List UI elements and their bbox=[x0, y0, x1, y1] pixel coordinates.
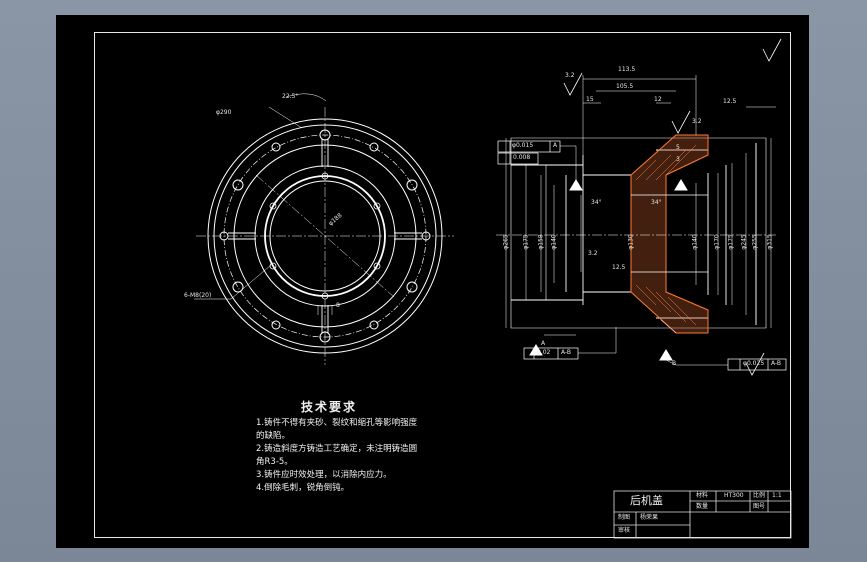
dim-right-2: φ170 bbox=[713, 234, 721, 250]
tech-requirements-title: 技术要求 bbox=[301, 400, 358, 414]
cad-drawing-canvas bbox=[194, 38, 792, 539]
gdt-frame4-value: φ0.025 bbox=[743, 360, 765, 367]
tech-line-3: 2.铸造斜度方铸造工艺确定，未注明铸造圆 bbox=[256, 444, 418, 454]
material-value: HT300 bbox=[724, 492, 744, 499]
drawing-sheet: 22.5° φ290 φ188 6-M8(20) 8 113.5 105.5 1… bbox=[56, 15, 809, 548]
dim-top-inner: 105.5 bbox=[616, 83, 634, 90]
dim-right-3: φ175 bbox=[727, 234, 735, 250]
tech-line-5: 3.铸件应时效处理，以消除内应力。 bbox=[256, 470, 392, 480]
datum-b-label: B bbox=[672, 360, 677, 367]
dim-small-a: 5 bbox=[676, 144, 680, 151]
dim-right-6: φ315 bbox=[766, 234, 774, 250]
roughness-1: 3.2 bbox=[565, 72, 575, 79]
tech-line-6: 4.倒除毛刺，锐角倒钝。 bbox=[256, 483, 350, 493]
dim-left-4: φ140 bbox=[550, 234, 558, 250]
gdt-frame4-ref: A-B bbox=[771, 360, 782, 367]
tech-line-2: 的缺陷。 bbox=[256, 431, 291, 441]
title-block-lines bbox=[613, 490, 792, 539]
rib-slots bbox=[228, 139, 422, 333]
scale-label: 比例 bbox=[753, 492, 766, 499]
gdt-frame2-value: 0.008 bbox=[513, 154, 531, 161]
gdt-frame1-ref: A bbox=[553, 142, 558, 149]
dim-left-2: φ175 bbox=[522, 234, 530, 250]
tech-line-4: 角R3-5。 bbox=[256, 457, 293, 467]
gdt-frame1-value: φ0.015 bbox=[512, 142, 534, 149]
dim-small-b: 3 bbox=[676, 156, 680, 163]
drafter-name: 杨荣果 bbox=[640, 514, 659, 521]
threaded-holes bbox=[269, 172, 381, 300]
dim-right-1: φ140 bbox=[691, 234, 699, 250]
dim-right-5: φ255 bbox=[751, 234, 759, 250]
dim-left-3: φ158 bbox=[537, 234, 545, 250]
draw-label: 制图 bbox=[618, 514, 631, 521]
bolt-holes bbox=[219, 129, 431, 343]
drawing-no-label: 图号 bbox=[753, 503, 766, 510]
dim-angle-right: 34° bbox=[651, 199, 662, 206]
gdt-frame3-value: 0.02 bbox=[537, 349, 551, 356]
dim-mid: 12.5 bbox=[612, 264, 626, 271]
section-view bbox=[496, 38, 787, 376]
qty-label: 数量 bbox=[696, 503, 709, 510]
check-label: 审核 bbox=[618, 527, 631, 534]
dim-top-left: 15 bbox=[586, 96, 594, 103]
scale-value: 1:1 bbox=[772, 492, 782, 499]
material-label: 材料 bbox=[696, 492, 709, 499]
dim-slot-label: 8 bbox=[336, 302, 340, 309]
dim-left-1: φ265 bbox=[502, 234, 510, 250]
part-name: 后机盖 bbox=[630, 494, 663, 507]
gdt-frame3-ref: A-B bbox=[561, 349, 572, 356]
dim-top-overall: 113.5 bbox=[618, 66, 636, 73]
dim-angle-label: 22.5° bbox=[282, 93, 299, 100]
dim-right-4: φ245 bbox=[740, 234, 748, 250]
front-view bbox=[194, 93, 454, 365]
dim-right-top: 12.5 bbox=[723, 98, 737, 105]
tech-line-1: 1.铸件不得有夹砂、裂纹和缩孔等影响强度 bbox=[256, 418, 418, 428]
roughness-3: 3.2 bbox=[588, 250, 598, 257]
dim-holes-label: 6-M8(20) bbox=[184, 292, 212, 299]
dim-center: φ130 bbox=[627, 234, 635, 250]
datum-a-label: A bbox=[541, 340, 546, 347]
roughness-2: 3.2 bbox=[692, 118, 702, 125]
dim-top-right: 12 bbox=[654, 96, 662, 103]
drawing-border bbox=[94, 32, 791, 538]
dim-pcd-label: φ290 bbox=[216, 109, 232, 116]
dim-angle-left: 34° bbox=[591, 199, 602, 206]
